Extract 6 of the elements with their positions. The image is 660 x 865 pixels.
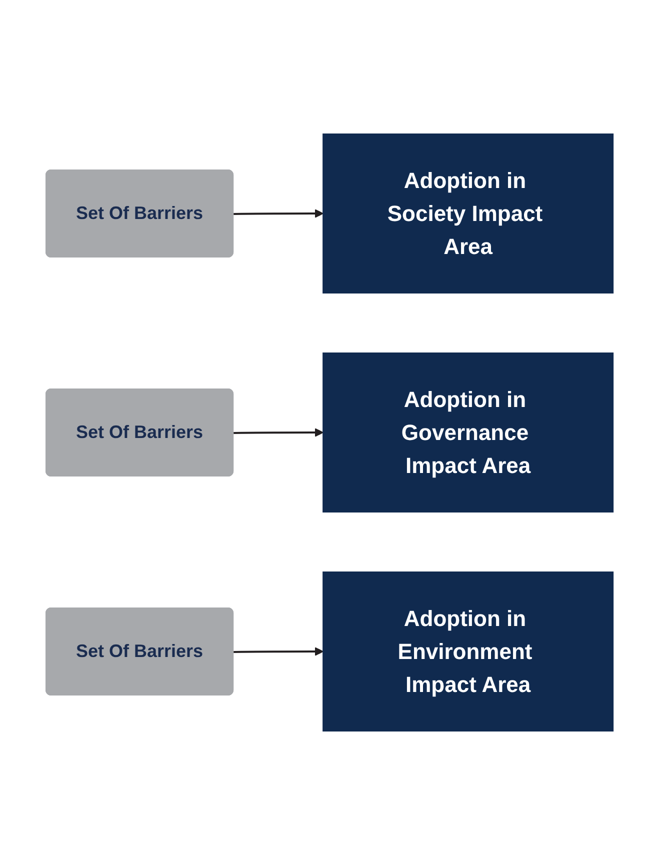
arrow — [234, 428, 324, 437]
node-box: Adoption in Society Impact Area — [323, 134, 614, 294]
arrow — [234, 647, 324, 656]
node-box: Adoption in Governance Impact Area — [323, 352, 614, 512]
arrow — [234, 209, 324, 218]
node-box: Adoption in Environment Impact Area — [323, 572, 614, 732]
